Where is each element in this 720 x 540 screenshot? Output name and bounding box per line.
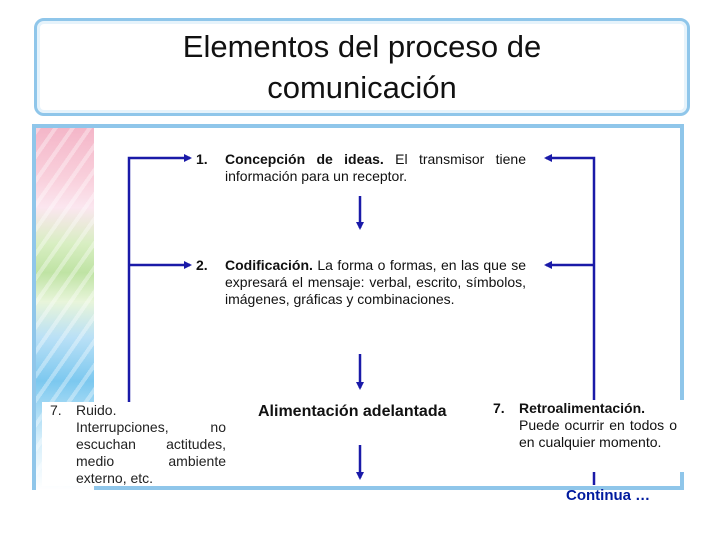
feedback-text: Puede ocurrir en todos o en cualquier mo… bbox=[519, 417, 677, 451]
continue-link[interactable]: Continua … bbox=[566, 487, 650, 504]
noise-number: 7. bbox=[50, 402, 62, 419]
feedback-heading: Retroalimentación. bbox=[519, 400, 684, 417]
noise-box: 7. Ruido. Interrupciones, no escuchan ac… bbox=[42, 402, 232, 486]
step-1: 1. Concepción de ideas. El transmisor ti… bbox=[196, 151, 526, 185]
noise-to-step1-arrow bbox=[129, 158, 190, 402]
step-2-number: 2. bbox=[196, 257, 208, 274]
step-1-number: 1. bbox=[196, 151, 208, 168]
step-1-heading: Concepción de ideas. bbox=[225, 151, 384, 167]
feedforward-label: Alimentación adelantada bbox=[258, 403, 447, 421]
step-2: 2. Codificación. La forma o formas, en l… bbox=[196, 257, 526, 308]
noise-text: Interrupciones, no escuchan actitudes, m… bbox=[76, 419, 226, 487]
noise-heading: Ruido. bbox=[76, 402, 226, 419]
step-2-heading: Codificación. bbox=[225, 257, 313, 273]
feedback-number: 7. bbox=[493, 400, 505, 417]
feedback-box: 7. Retroalimentación. Puede ocurrir en t… bbox=[488, 400, 684, 472]
